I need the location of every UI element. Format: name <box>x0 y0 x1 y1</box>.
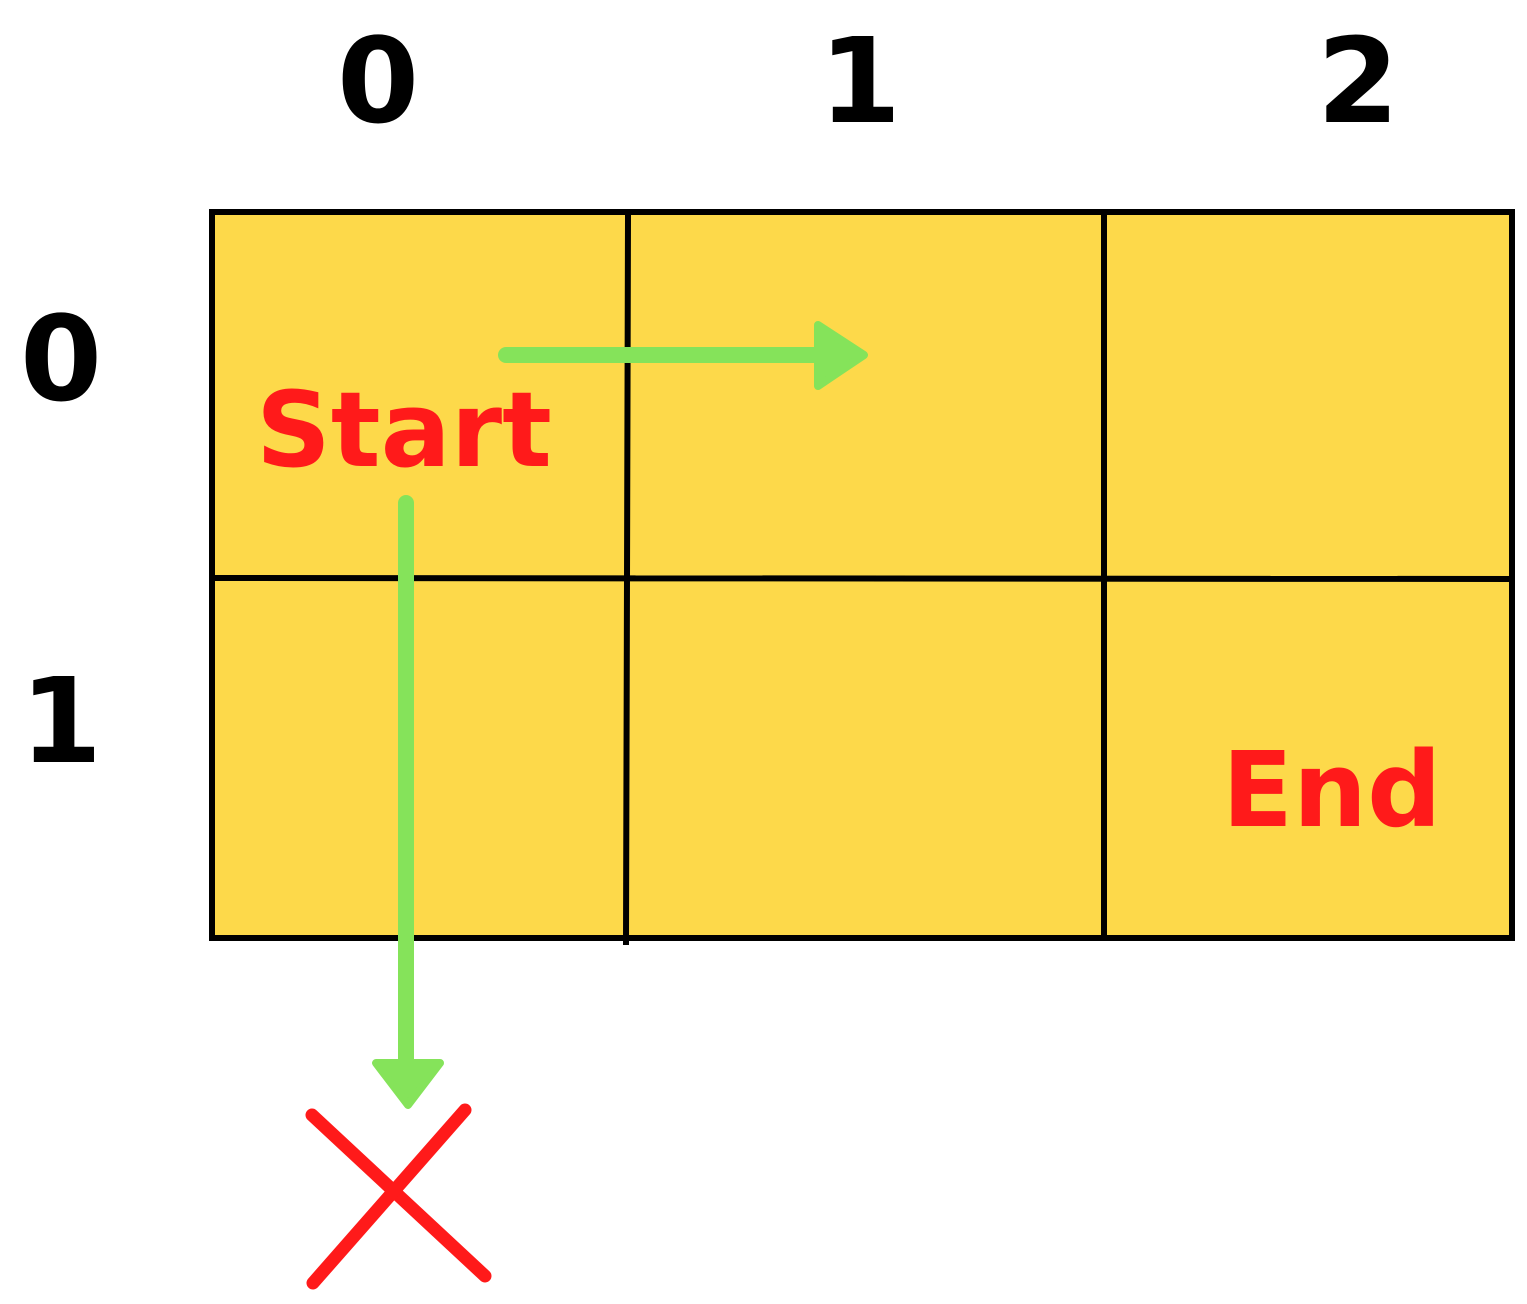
cross-mark-icon <box>305 1103 492 1290</box>
start-label: Start <box>256 369 552 491</box>
end-label: End <box>1222 729 1442 851</box>
grid-border <box>209 209 1515 941</box>
row-index-0: 0 <box>20 290 103 428</box>
grid-lines <box>209 209 1515 946</box>
down-arrow-icon <box>372 495 444 1109</box>
grid-background <box>212 212 1512 938</box>
column-index-0: 0 <box>336 12 420 150</box>
column-index-1: 1 <box>818 12 902 150</box>
column-index-2: 2 <box>1316 12 1400 150</box>
right-arrow-icon <box>498 321 868 390</box>
row-index-1: 1 <box>20 652 103 790</box>
grid-row-divider <box>214 574 1514 583</box>
